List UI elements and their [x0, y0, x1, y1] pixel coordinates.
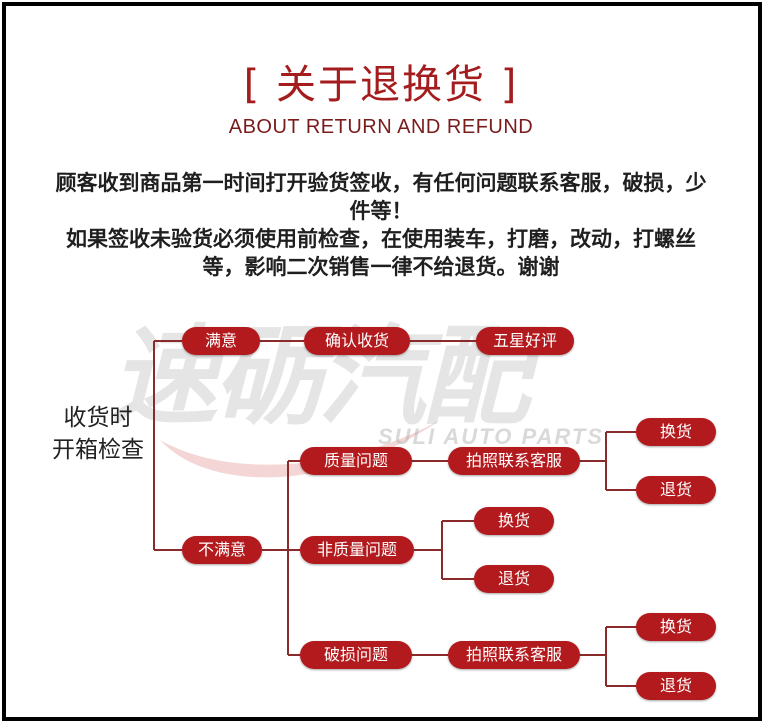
node-return: 退货 — [474, 565, 554, 593]
node-contact-service: 拍照联系客服 — [448, 447, 580, 475]
notice-line: 件等！ — [349, 199, 413, 223]
node-damage-issue: 破损问题 — [300, 641, 412, 669]
node-contact-service: 拍照联系客服 — [448, 641, 580, 669]
node-return: 退货 — [636, 476, 716, 504]
node-non-quality-issue: 非质量问题 — [300, 536, 414, 564]
node-five-star-review: 五星好评 — [476, 327, 574, 355]
root-label-line: 收货时 — [63, 405, 133, 431]
node-exchange: 换货 — [636, 613, 716, 641]
node-confirm-receipt: 确认收货 — [304, 327, 410, 355]
node-exchange: 换货 — [474, 507, 554, 535]
node-quality-issue: 质量问题 — [300, 447, 412, 475]
page-subtitle: ABOUT RETURN AND REFUND — [228, 116, 534, 138]
notice-line: 顾客收到商品第一时间打开验货签收，有任何问题联系客服，破损，少 — [55, 171, 707, 195]
node-unsatisfied: 不满意 — [182, 536, 262, 564]
node-return: 退货 — [636, 672, 716, 700]
node-satisfied: 满意 — [182, 327, 260, 355]
page-title: [ 关于退换货 ] — [243, 62, 519, 108]
flow-root-node: 收货时 开箱检查 — [28, 402, 168, 466]
root-label-line: 开箱检查 — [52, 437, 144, 463]
notice-line: 如果签收未验货必须使用前检查，在使用装车，打磨，改动，打螺丝 — [66, 227, 696, 251]
node-exchange: 换货 — [636, 418, 716, 446]
notice-line: 等，影响二次销售一律不给退货。谢谢 — [202, 255, 560, 279]
notice-text: 顾客收到商品第一时间打开验货签收，有任何问题联系客服，破损，少 件等！ 如果签收… — [6, 169, 756, 281]
